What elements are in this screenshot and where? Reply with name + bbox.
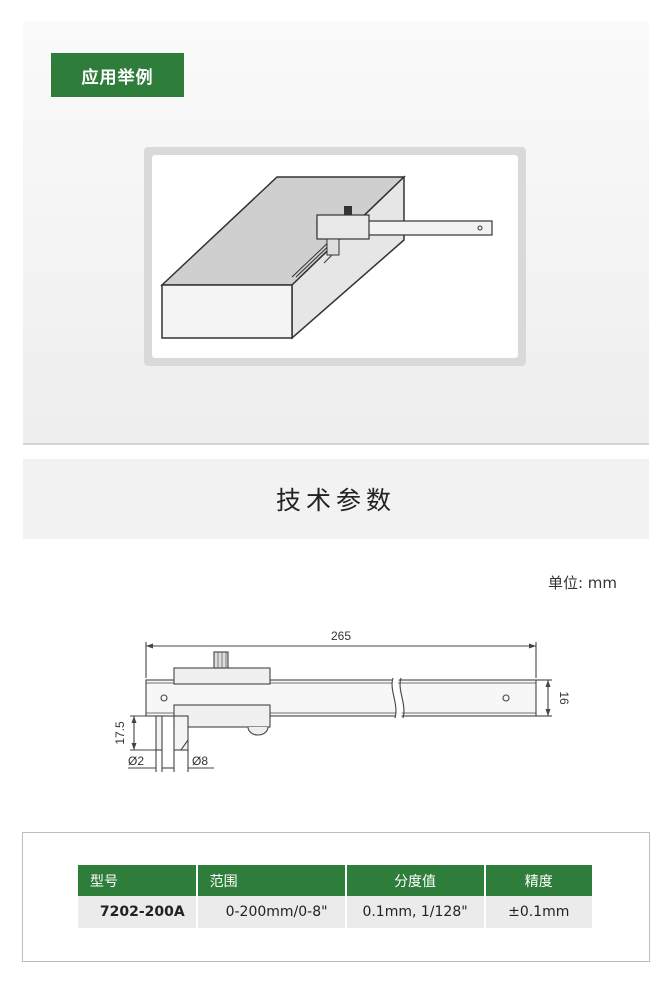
- spec-title-band: 技术参数: [23, 459, 649, 539]
- header-resolution: 分度值: [345, 865, 486, 896]
- spec-table-box: 型号 范围 分度值 精度 7202-200A 0-200mm/0-8" 0.1m…: [22, 832, 650, 962]
- lock-screw-icon: [344, 206, 352, 215]
- cell-resolution: 0.1mm, 1/128": [345, 896, 486, 928]
- usage-example-panel: 应用举例: [23, 22, 649, 445]
- header-accuracy: 精度: [484, 865, 592, 896]
- scriber-pin-large: [173, 715, 189, 751]
- block-front-face: [161, 284, 293, 339]
- header-model: 型号: [78, 865, 198, 896]
- dia-small-label: Ø2: [128, 754, 144, 768]
- cell-range: 0-200mm/0-8": [196, 896, 347, 928]
- spec-table: 型号 范围 分度值 精度 7202-200A 0-200mm/0-8" 0.1m…: [78, 865, 592, 928]
- unit-label: 单位: mm: [547, 574, 617, 592]
- gauge-slider: [316, 214, 370, 240]
- table-header-row: 型号 范围 分度值 精度: [78, 865, 592, 896]
- depth-label: 17.5: [113, 721, 127, 745]
- height-label: 16: [557, 691, 571, 705]
- usage-illustration-frame: [144, 147, 526, 366]
- dia-large-label: Ø8: [192, 754, 208, 768]
- header-range: 范围: [196, 865, 347, 896]
- scriber-pin-small: [155, 715, 163, 751]
- spec-title: 技术参数: [275, 486, 396, 515]
- usage-illustration-svg: [160, 175, 493, 340]
- usage-illustration: [152, 155, 518, 358]
- usage-example-badge: 应用举例: [51, 53, 184, 97]
- table-row: 7202-200A 0-200mm/0-8" 0.1mm, 1/128" ±0.…: [78, 896, 592, 928]
- adjust-knob-icon: [213, 651, 229, 669]
- cell-accuracy: ±0.1mm: [484, 896, 592, 928]
- length-label: 265: [331, 629, 351, 643]
- slider-top: [173, 667, 271, 685]
- dimension-drawing: 265 16 17.5 Ø2 Ø8: [113, 629, 571, 772]
- cell-model: 7202-200A: [78, 896, 198, 928]
